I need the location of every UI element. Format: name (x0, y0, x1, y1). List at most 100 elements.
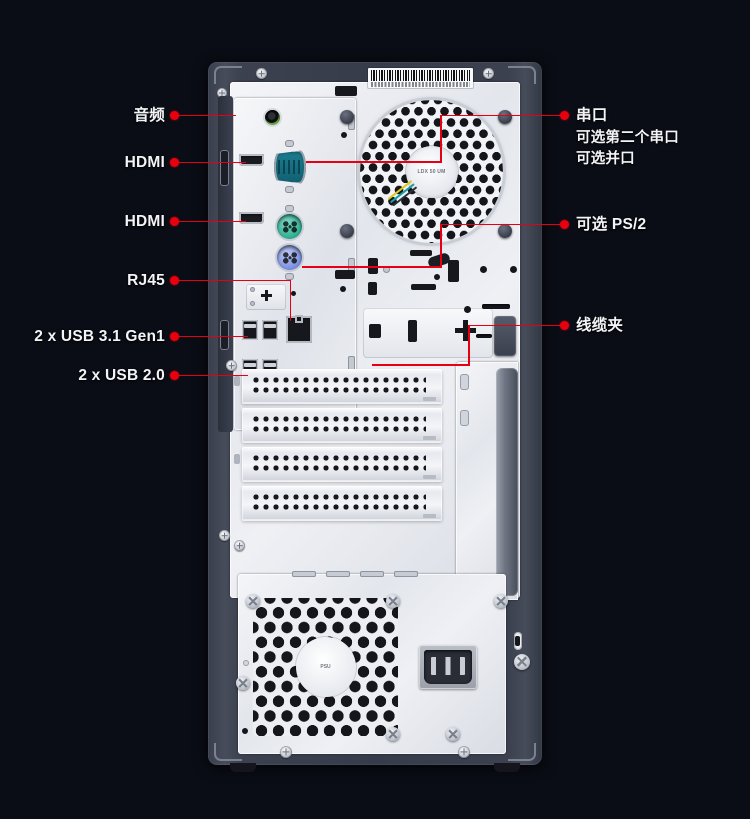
expansion-slot-4-tab (423, 514, 436, 518)
callout-line-serial-h1 (440, 114, 564, 117)
chassis-screw-left-upper (217, 88, 227, 98)
side-panel-notch-2 (460, 410, 469, 426)
psu-screw-br (446, 727, 460, 741)
plate-vent-5 (411, 284, 436, 290)
chassis-corner-hook-br (508, 743, 536, 761)
psu-screw-tl (246, 594, 260, 608)
knockout-vent-left (369, 324, 381, 338)
chassis-screw-left-mid (219, 530, 230, 541)
fan-mount-knob-bl (340, 224, 354, 238)
callout-line-hdmi-1 (178, 161, 246, 164)
expansion-slot-2 (242, 408, 442, 442)
callout-line-ps2-h2 (302, 266, 442, 268)
power-inlet-icon (419, 645, 477, 689)
power-inlet-mouth (424, 650, 472, 684)
cable-clip-slot (482, 304, 510, 309)
serial-screw-bottom (285, 186, 294, 193)
callout-line-clip-h1 (468, 324, 564, 327)
callout-dot-usb31 (170, 332, 179, 341)
expansion-slot-2-perforation (251, 414, 426, 436)
slot-area-screw (234, 540, 245, 551)
callout-line-audio (178, 114, 236, 117)
usb-31-port-1-icon (242, 320, 258, 340)
callout-line-ps2-v (440, 223, 442, 268)
ps2-keyboard-port-icon (277, 214, 302, 239)
psu-hole-bl (242, 728, 248, 734)
plate-hole-d (480, 266, 487, 273)
hdmi-port-2-icon (239, 212, 264, 224)
callout-dot-ps2 (560, 220, 569, 229)
callout-label-audio: 音频 (133, 107, 165, 124)
chassis-foot-left (230, 763, 256, 772)
slot-rail-clip-1 (234, 376, 240, 386)
plate-hole-b (340, 286, 346, 292)
io-shield-left-rail (218, 96, 233, 432)
callout-line-serial-h2 (306, 161, 442, 163)
chassis-corner-hook-tr (508, 66, 536, 84)
expansion-slot-3-tab (423, 475, 436, 479)
usb-31-port-2-icon (262, 320, 278, 340)
expansion-slot-1 (242, 369, 442, 403)
rear-case-fan-grille: LDX 50 UM (360, 100, 503, 243)
chassis-corner-hook-tl (214, 66, 242, 84)
cable-clip-icon[interactable] (494, 316, 516, 356)
plate-vent-6 (448, 260, 459, 282)
io-plate-rivet-bottom (250, 301, 255, 306)
cable-clip-slot-2 (476, 334, 492, 338)
plate-hole-a (341, 132, 347, 138)
hdmi-port-1-icon (239, 154, 264, 166)
chassis-screw-bottom-left (280, 746, 292, 758)
callout-label-ps2: 可选 PS/2 (576, 216, 647, 233)
callout-sublabel-serial-parallel: 可选并口 (576, 151, 635, 167)
expansion-slot-4 (242, 486, 442, 520)
callout-line-usb31 (178, 335, 248, 338)
callout-dot-serial (560, 111, 569, 120)
io-plus-mark (261, 290, 272, 301)
callout-dot-cable-clip (560, 321, 569, 330)
io-shield-clip-3 (348, 356, 355, 372)
psu-screw-ml (236, 676, 250, 690)
callout-label-cable-clip: 线缆夹 (576, 317, 624, 334)
audio-jack-icon (265, 110, 280, 125)
side-panel-handle[interactable] (496, 368, 518, 596)
callout-line-hdmi-2 (178, 220, 246, 223)
callout-line-serial-v (440, 114, 442, 163)
plate-vent-top (335, 86, 357, 96)
callout-label-hdmi-2: HDMI (124, 213, 165, 230)
plate-vent-4 (368, 282, 377, 295)
plate-vent-3 (410, 250, 432, 256)
callout-label-serial: 串口 (576, 107, 608, 124)
psu-screw-tm (386, 594, 400, 608)
io-side-vent-lower (220, 320, 229, 350)
plate-vent-2 (335, 270, 355, 279)
knockout-vent-mid (408, 320, 417, 342)
callout-sublabel-serial-2: 可选第二个串口 (576, 130, 679, 146)
callout-line-usb20 (178, 374, 248, 377)
psu-rivet (243, 660, 249, 666)
ps2-screw-bottom (285, 273, 294, 280)
expansion-slot-2-tab (423, 436, 436, 440)
chassis-corner-hook-bl (214, 743, 242, 761)
chassis-foot-right (494, 763, 520, 772)
chassis-screw-top-right (483, 68, 494, 79)
callout-dot-hdmi-1 (170, 158, 179, 167)
plate-hole-c (434, 274, 440, 280)
psu-fan-grille: PSU (253, 598, 398, 736)
callout-label-usb20: 2 x USB 2.0 (78, 367, 165, 384)
fan-mount-knob-br (498, 224, 512, 238)
expansion-slot-3 (242, 447, 442, 481)
serial-screw-top (285, 140, 294, 147)
barcode-bars (371, 70, 470, 81)
psu-side-slot-cut (515, 636, 520, 646)
callout-dot-usb20 (170, 371, 179, 380)
plate-rivet-a (383, 266, 390, 273)
expansion-slot-4-perforation (251, 492, 426, 514)
side-panel-notch-1 (460, 374, 469, 390)
psu-screw-bm (386, 727, 400, 741)
serial-port-icon (274, 150, 306, 184)
psu-screw-mr (514, 654, 530, 670)
io-side-vent-upper (220, 150, 229, 186)
psu-tab-4 (394, 571, 418, 577)
callout-label-rj45: RJ45 (127, 272, 165, 289)
